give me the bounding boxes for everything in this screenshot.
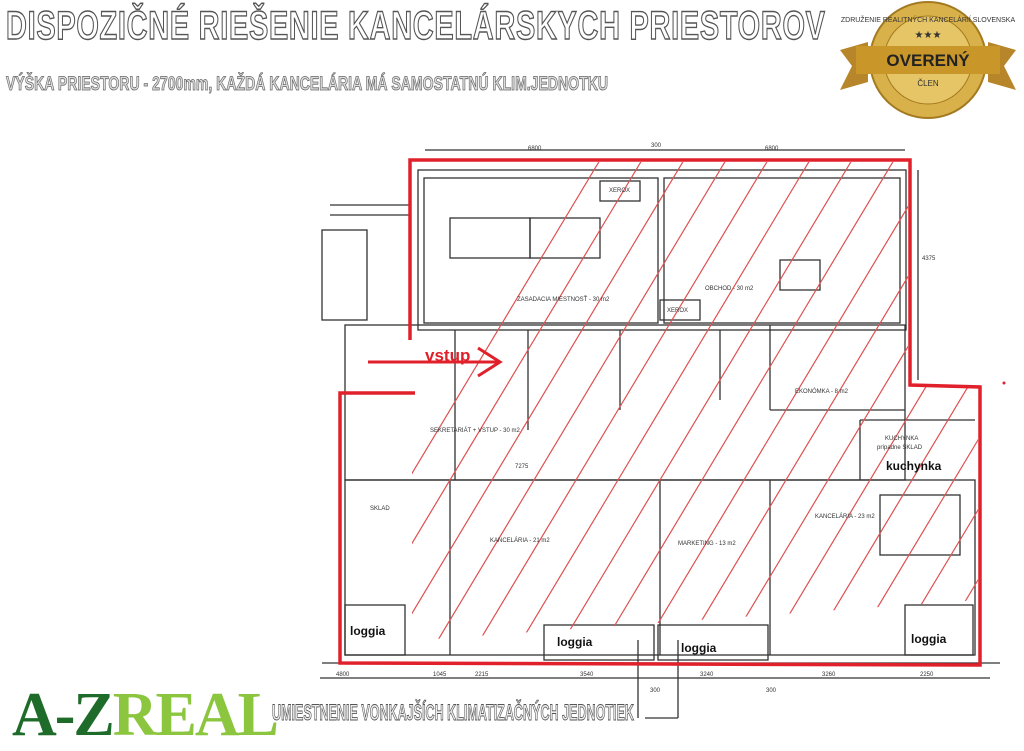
xerox-label-1: XEROX xyxy=(609,188,630,194)
badge-ribbon xyxy=(856,46,1000,74)
room-label-marketing: MARKETING - 13 m2 xyxy=(678,541,736,547)
verified-member-badge: ZDRUŽENIE REALITNÝCH KANCELÁRIÍ SLOVENSK… xyxy=(840,1,1016,119)
hatch-line xyxy=(845,162,978,640)
logo-az: A-Z xyxy=(12,681,115,749)
walls xyxy=(320,149,1000,719)
badge-sub-text: ČLEN xyxy=(917,79,939,88)
hatch-line xyxy=(593,162,895,640)
dim-bottom-7: 2250 xyxy=(920,672,934,678)
dim-bottom-4: 3540 xyxy=(580,672,594,678)
loggia-label-2: loggia xyxy=(557,635,593,649)
room-label-office21: KANCELÁRIA - 21 m2 xyxy=(490,537,550,544)
dim-bottom-1: 4800 xyxy=(336,672,350,678)
badge-stars: ★★★ xyxy=(915,30,942,41)
hatch-line xyxy=(383,162,685,640)
dim-bottom-5: 3240 xyxy=(700,672,714,678)
kitchen-annotation: kuchynka xyxy=(886,459,942,473)
dim-bottom-3: 2215 xyxy=(475,672,489,678)
entrance-label: vstup xyxy=(425,346,470,365)
az-real-logo: A-ZREAL xyxy=(12,680,279,751)
hatch-line xyxy=(425,162,727,640)
dim-top-2: 300 xyxy=(651,143,662,149)
dim-bottom-sub-1: 300 xyxy=(650,688,661,694)
hatch-line xyxy=(551,162,853,640)
badge-main-text: OVERENÝ xyxy=(886,51,970,70)
hatch-line xyxy=(761,162,978,640)
hatch-line xyxy=(929,162,978,640)
room-label-secretary: SEKRETARIÁT + VSTUP - 30 m2 xyxy=(430,427,521,434)
page-subtitle: VÝŠKA PRIESTORU - 2700mm, KAŽDÁ KANCELÁR… xyxy=(6,74,609,96)
loggia-label-4: loggia xyxy=(911,632,947,646)
hatch-line xyxy=(509,162,811,640)
room-label-economist: EKONÓMKA - 8 m2 xyxy=(795,388,849,395)
dim-top-1: 6800 xyxy=(528,146,542,152)
room-label-kitchen-2: prípadne SKLAD xyxy=(877,445,923,451)
room-label-sales: OBCHOD - 30 m2 xyxy=(705,286,754,292)
dim-right: 4375 xyxy=(922,256,936,262)
room-label-storage: SKLAD xyxy=(370,506,390,512)
rental-area-outline xyxy=(338,158,982,667)
room-label-office23: KANCELÁRIA - 23 m2 xyxy=(815,513,875,520)
page-title: DISPOZIČNÉ RIEŠENIE KANCELÁRSKYCH PRIEST… xyxy=(5,3,826,48)
room-label-meeting: ZASADACIA MIESTNOSŤ - 30 m2 xyxy=(517,295,610,303)
logo-real: REAL xyxy=(112,681,279,749)
dim-bottom-6: 3260 xyxy=(822,672,836,678)
badge-ring-text: ZDRUŽENIE REALITNÝCH KANCELÁRIÍ SLOVENSK… xyxy=(841,15,1016,24)
xerox-label-2: XEROX xyxy=(667,308,688,314)
dim-bottom-2: 1045 xyxy=(433,672,447,678)
footer-caption: UMIESTNENIE VONKAJŠÍCH KLIMATIZAČNÝCH JE… xyxy=(272,700,634,726)
dim-inner: 7275 xyxy=(515,464,529,470)
hatch-line xyxy=(467,162,769,640)
dim-bottom-sub-2: 300 xyxy=(766,688,777,694)
hatch-line xyxy=(635,162,937,640)
hatch-line xyxy=(887,162,978,640)
room-label-kitchen-1: KUCHYNKA xyxy=(885,436,918,442)
hatch-line xyxy=(1014,160,1024,660)
loggia-label-1: loggia xyxy=(350,624,386,638)
hatch-line xyxy=(803,162,978,640)
loggia-label-3: loggia xyxy=(681,641,717,655)
entrance-arrow xyxy=(368,346,503,378)
dim-top-3: 6800 xyxy=(765,146,779,152)
